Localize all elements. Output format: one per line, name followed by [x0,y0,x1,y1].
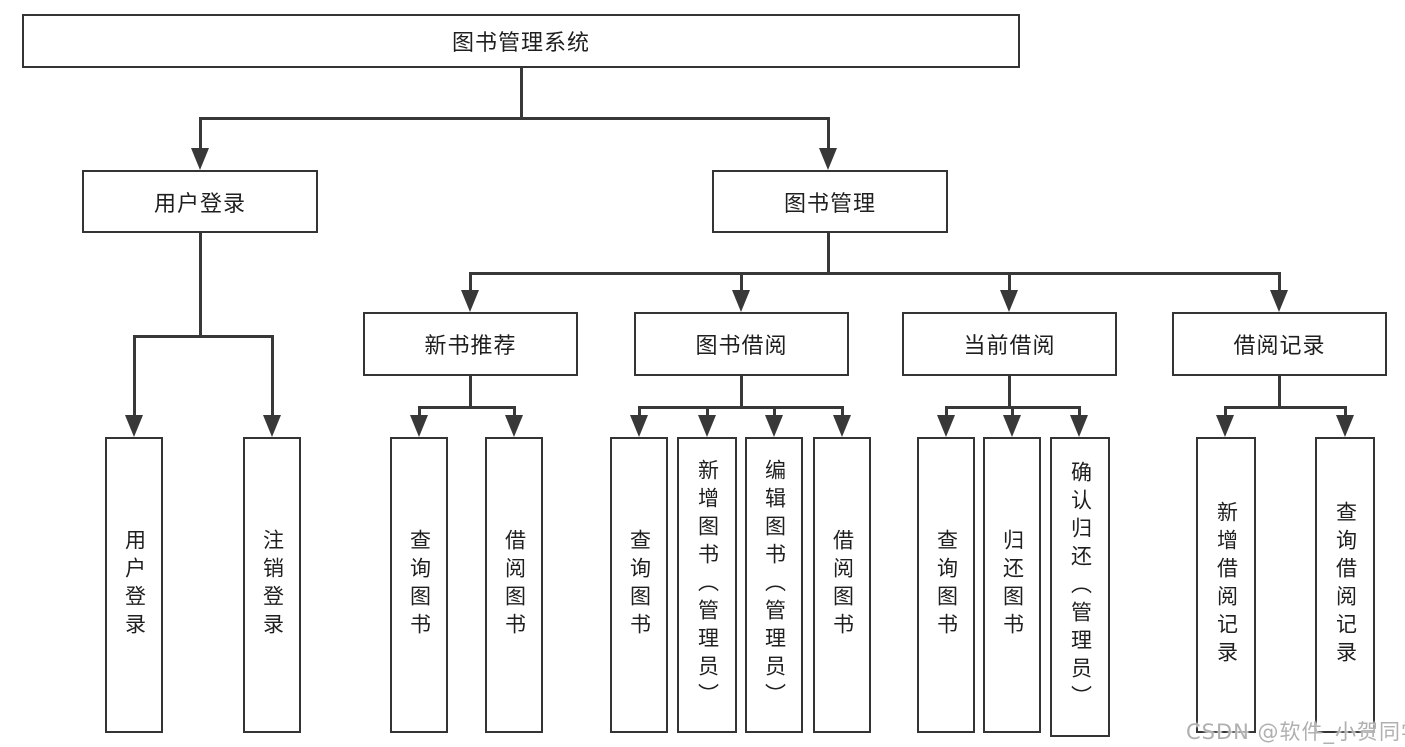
connector-arrow-shaft [1010,407,1014,415]
arrow-down-icon [410,415,428,437]
arrow-down-icon [1336,415,1354,437]
connector-horizontal-line [198,116,830,120]
node-label: 图书管理 [783,191,876,217]
node-label: 用户登录 [153,191,246,217]
connector-arrow-shaft [840,407,844,415]
arrow-down-icon [191,148,209,170]
connector-arrow-shaft [1277,273,1281,290]
connector-horizontal-line [132,334,274,338]
connector-arrow-shaft [1007,273,1011,290]
arrow-down-icon [765,415,783,437]
arrow-down-icon [461,290,479,312]
connector-horizontal-line [417,405,516,409]
connector-vertical-line [468,376,472,407]
leaf-query-books-current: 查询图书 [917,437,975,733]
connector-arrow-shaft [1343,407,1347,415]
arrow-down-icon [630,415,648,437]
arrow-down-icon [1270,290,1288,312]
connector-horizontal-line [468,271,1281,275]
connector-arrow-shaft [637,407,641,415]
arrow-down-icon [1070,415,1088,437]
connector-arrow-shaft [270,336,274,415]
leaf-logout: 注销登录 [243,437,301,733]
leaf-return-books: 归还图书 [983,437,1041,733]
leaf-user-login: 用户登录 [105,437,163,733]
leaf-label: 归还图书 [1000,529,1025,641]
leaf-query-books-recommend: 查询图书 [390,437,448,733]
connector-arrow-shaft [944,407,948,415]
connector-arrow-shaft [132,336,136,415]
connector-horizontal-line [1223,405,1347,409]
node-label: 新书推荐 [424,334,517,359]
leaf-borrow-books: 借阅图书 [813,437,871,733]
node-library-management-system: 图书管理系统 [22,14,1020,68]
leaf-query-borrow-record: 查询借阅记录 [1315,437,1375,733]
node-book-management: 图书管理 [712,170,948,233]
node-label: 借阅记录 [1233,334,1326,359]
arrow-down-icon [1003,415,1021,437]
arrow-down-icon [263,415,281,437]
leaf-add-books-admin: 新增图书（管理员） [677,437,737,733]
arrow-down-icon [125,415,143,437]
node-label: 当前借阅 [963,334,1056,359]
leaf-label: 查询图书 [627,529,652,641]
connector-vertical-line [519,68,523,118]
leaf-label: 编辑图书（管理员） [762,459,787,711]
connector-arrow-shaft [826,118,830,148]
arrow-down-icon [1216,415,1234,437]
node-new-book-recommend: 新书推荐 [363,312,578,376]
node-user-login: 用户登录 [82,170,318,233]
arrow-down-icon [732,290,750,312]
leaf-label: 确认归还（管理员） [1068,461,1093,713]
arrow-down-icon [698,415,716,437]
leaf-confirm-return-admin: 确认归还（管理员） [1050,437,1110,737]
leaf-add-borrow-record: 新增借阅记录 [1196,437,1256,733]
connector-horizontal-line [637,405,844,409]
connector-arrow-shaft [739,273,743,290]
leaf-label: 用户登录 [122,529,147,641]
leaf-label: 借阅图书 [502,529,527,641]
connector-arrow-shaft [512,407,516,415]
arrow-down-icon [937,415,955,437]
leaf-label: 新增借阅记录 [1214,501,1239,669]
arrow-down-icon [819,148,837,170]
node-label: 图书管理系统 [451,31,590,56]
leaf-label: 借阅图书 [830,529,855,641]
watermark-text: CSDN @软件_小贺同学 [1186,720,1405,744]
node-current-borrow: 当前借阅 [902,312,1117,376]
connector-vertical-line [826,233,830,273]
arrow-down-icon [1000,290,1018,312]
connector-arrow-shaft [1077,407,1081,415]
arrow-down-icon [505,415,523,437]
connector-arrow-shaft [1223,407,1227,415]
leaf-label: 查询借阅记录 [1333,501,1358,669]
node-borrow-records: 借阅记录 [1172,312,1387,376]
arrow-down-icon [833,415,851,437]
leaf-label: 新增图书（管理员） [695,459,720,711]
leaf-query-books-borrow: 查询图书 [610,437,668,733]
node-label: 图书借阅 [695,334,788,359]
leaf-edit-books-admin: 编辑图书（管理员） [745,437,803,733]
connector-vertical-line [198,233,202,336]
leaf-label: 查询图书 [934,529,959,641]
connector-arrow-shaft [705,407,709,415]
connector-arrow-shaft [198,118,202,148]
leaf-borrow-books-recommend: 借阅图书 [485,437,543,733]
connector-arrow-shaft [772,407,776,415]
leaf-label: 注销登录 [260,529,285,641]
connector-arrow-shaft [468,273,472,290]
node-book-borrow: 图书借阅 [634,312,849,376]
connector-vertical-line [739,376,743,407]
connector-vertical-line [1277,376,1281,407]
leaf-label: 查询图书 [407,529,432,641]
connector-vertical-line [1007,376,1011,407]
connector-arrow-shaft [417,407,421,415]
